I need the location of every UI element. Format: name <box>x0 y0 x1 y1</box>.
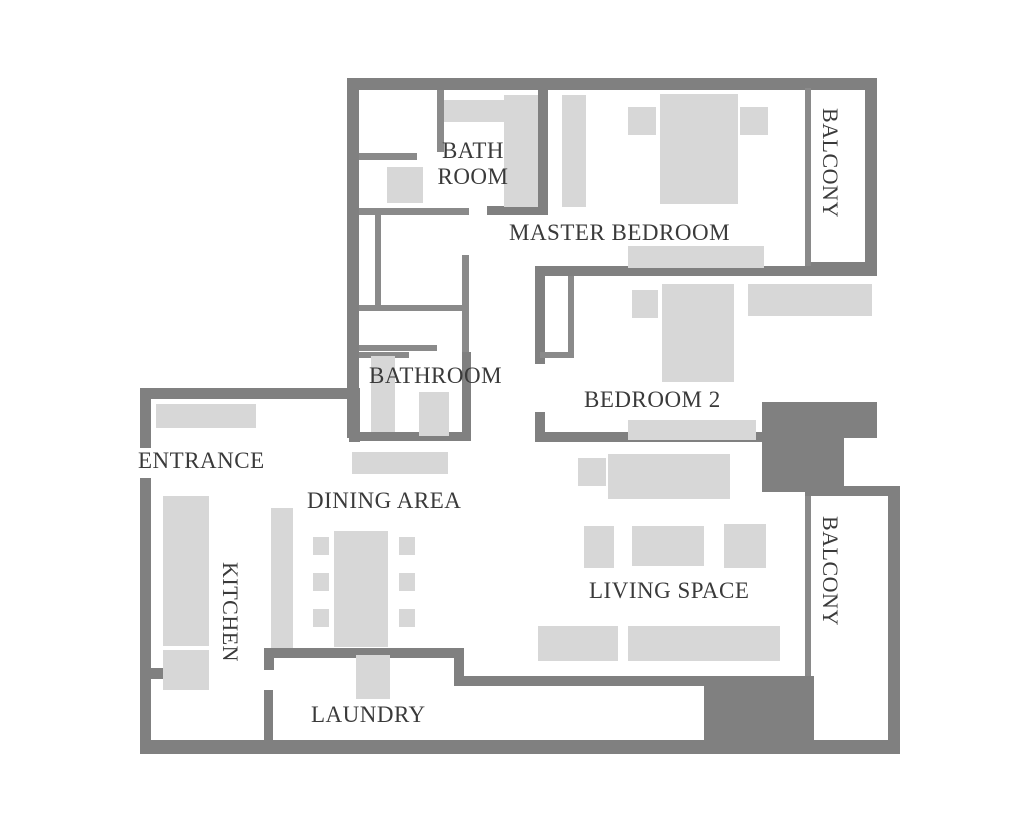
wall-bottom-balcony-top <box>805 486 900 496</box>
laundry-washer <box>356 655 390 699</box>
wall-laundry-left-vert <box>264 648 274 670</box>
wall-laundry-step-vert <box>454 648 464 684</box>
bedroom2-bed <box>662 284 734 382</box>
wall-laundry-door-vert <box>264 690 273 744</box>
master-bedroom-bed <box>660 94 738 204</box>
dining-island <box>271 508 293 648</box>
room-label-entrance: ENTRANCE <box>138 448 265 473</box>
entrance-shoe-cabinet <box>156 404 256 428</box>
room-label-bathroom: BATHROOM <box>369 363 503 388</box>
room-label-master-bedroom: MASTER BEDROOM <box>509 220 731 245</box>
master-bedroom-nightstand-left <box>628 107 656 135</box>
wall-hall-vert-1 <box>375 215 381 310</box>
living-armchair-right <box>724 524 766 568</box>
kitchen-counter-long <box>163 496 209 646</box>
wall-bathroom2-top <box>359 352 409 358</box>
wall-master-bedroom-left <box>538 88 548 214</box>
wall-exterior-bottom-right <box>888 486 900 748</box>
dining-table <box>334 531 388 647</box>
wall-living-bottom-right-fill <box>704 676 814 744</box>
wall-exterior-top <box>347 78 877 90</box>
wall-bedroom2-left <box>535 266 545 364</box>
wall-bedroom2-closet-right <box>568 276 574 358</box>
bathroom-top-bathtub <box>504 95 538 207</box>
wall-bedroom2-closet-bottom <box>540 352 574 358</box>
bathroom-top-vanity <box>444 100 510 122</box>
wall-hall-horiz-2 <box>359 345 437 351</box>
wall-entrance-right-vert <box>349 388 360 442</box>
dining-chair-2 <box>313 573 329 591</box>
wall-bathroom-upper-left-partition <box>359 153 417 160</box>
room-label-bath-room-line1: BATH <box>441 138 505 163</box>
room-label-bedroom-2: BEDROOM 2 <box>584 387 721 412</box>
room-label-living-space: LIVING SPACE <box>589 578 750 603</box>
room-label-dining-area: DINING AREA <box>307 488 462 513</box>
room-label-bath-room-line2: ROOM <box>437 163 509 189</box>
room-label-balcony-bottom: BALCONY <box>818 516 843 626</box>
bathroom2-shower <box>371 356 395 432</box>
wall-master-bedroom-bottom-stub <box>487 206 548 215</box>
room-label-laundry: LAUNDRY <box>311 702 426 727</box>
master-bedroom-tall-cabinet <box>562 95 586 207</box>
wall-laundry-step-horiz <box>454 676 714 686</box>
living-media-cabinet <box>538 626 618 661</box>
wall-exterior-upper-left <box>347 78 359 438</box>
wall-exterior-left <box>140 388 151 448</box>
bedroom2-wardrobe <box>748 284 872 316</box>
bathroom2-vanity <box>419 392 449 436</box>
dining-chair-5 <box>399 573 415 591</box>
bedroom2-dresser <box>628 420 756 440</box>
wall-hall-horiz-1 <box>359 305 469 311</box>
room-label-bath-room: BATH ROOM <box>425 138 521 190</box>
master-bedroom-dresser <box>628 246 764 268</box>
wall-exterior-left-notch-top <box>140 388 360 399</box>
dining-sideboard <box>352 452 448 474</box>
master-bedroom-nightstand-right <box>740 107 768 135</box>
wall-bathroom2-bottom <box>359 432 471 441</box>
bedroom2-nightstand <box>632 290 658 318</box>
dining-chair-3 <box>313 609 329 627</box>
wall-exterior-bottom-left-vert <box>140 668 151 746</box>
wall-exterior-upper-right <box>865 78 877 268</box>
wall-bathroom-lower-partition <box>359 208 469 215</box>
wall-bedroom2-top <box>535 266 877 276</box>
room-label-balcony-top: BALCONY <box>818 108 843 218</box>
wall-hall-vert-2 <box>462 255 469 365</box>
living-coffee-table <box>632 526 704 566</box>
structural-block-right-upper <box>762 402 877 438</box>
wall-laundry-top <box>264 648 464 658</box>
wall-exterior-bottom-left-step <box>140 668 178 679</box>
wall-exterior-left-lower <box>140 478 151 678</box>
wall-bedroom2-bottom-left-stub <box>535 412 545 442</box>
kitchen-counter-block <box>163 650 209 690</box>
room-label-kitchen: KITCHEN <box>218 562 243 663</box>
dining-chair-4 <box>399 537 415 555</box>
living-tv-unit <box>628 626 780 661</box>
living-side-table-left <box>578 458 606 486</box>
dining-chair-6 <box>399 609 415 627</box>
bathroom-top-toilet <box>387 167 423 203</box>
dining-chair-1 <box>313 537 329 555</box>
wall-bathroom2-right <box>462 352 471 440</box>
living-armchair-left <box>584 526 614 568</box>
wall-balcony-bottom-divider <box>805 496 811 741</box>
wall-bathroom-top-right <box>437 90 444 152</box>
living-sofa <box>608 454 730 499</box>
wall-balcony-top-divider <box>805 88 811 266</box>
